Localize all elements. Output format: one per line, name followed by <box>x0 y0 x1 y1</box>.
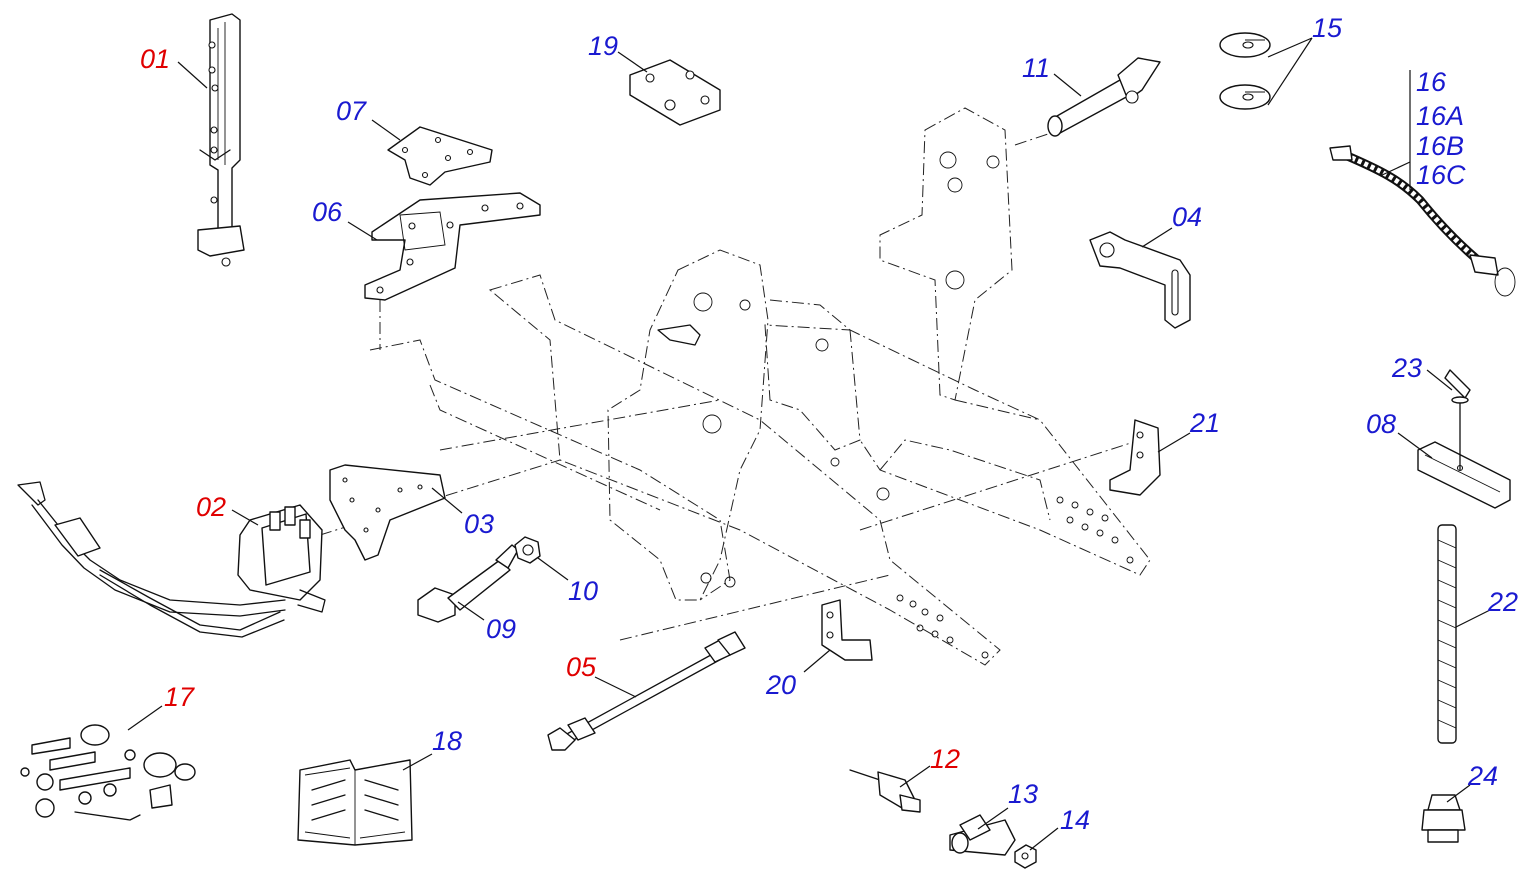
part-20-l-bracket <box>821 599 873 661</box>
callout-04: 04 <box>1172 202 1202 232</box>
part-15-slotted-washers <box>1219 32 1271 110</box>
part-12-nozzle <box>849 769 921 813</box>
main-frame <box>319 107 1151 666</box>
callout-11: 11 <box>1022 53 1050 83</box>
callout-10: 10 <box>568 576 598 606</box>
callout-16: 16 <box>1416 67 1447 97</box>
callout-03: 03 <box>464 509 494 539</box>
leader-lines <box>127 37 1491 851</box>
frame-hole-pattern-right <box>1056 496 1134 564</box>
callout-12: 12 <box>930 744 960 774</box>
part-01-parking-stand <box>197 13 245 267</box>
part-07-cover-plate <box>387 126 493 186</box>
callout-09: 09 <box>486 614 516 644</box>
part-05-hydraulic-hose <box>547 631 746 751</box>
part-19-square-plate <box>629 59 721 126</box>
callout-17: 17 <box>164 682 195 712</box>
part-03-mounting-plate <box>329 464 446 561</box>
part-09-bolt <box>417 544 519 623</box>
part-14-small-nut <box>1014 844 1037 869</box>
callout-08: 08 <box>1366 409 1396 439</box>
callout-18: 18 <box>432 726 462 756</box>
part-04-angle-bracket <box>1089 231 1191 329</box>
part-10-nut <box>514 536 541 564</box>
callout-23: 23 <box>1391 353 1422 383</box>
callout-16a: 16A <box>1416 101 1464 131</box>
callout-21: 21 <box>1189 408 1220 438</box>
part-02-hydraulic-valve <box>17 481 326 638</box>
part-13-tee-fitting <box>949 814 1016 856</box>
callout-19: 19 <box>588 31 618 61</box>
callout-01: 01 <box>140 44 170 74</box>
part-21-l-bracket <box>1109 419 1161 496</box>
callout-20: 20 <box>765 670 796 700</box>
part-23-pin <box>1444 369 1471 471</box>
part-18-manual-book <box>297 759 413 846</box>
callout-16b: 16B <box>1416 131 1464 161</box>
callout-24: 24 <box>1467 761 1498 791</box>
callout-labels: 01 02 03 04 05 06 07 08 09 10 11 12 13 1… <box>140 13 1518 835</box>
callout-15: 15 <box>1312 13 1343 43</box>
callout-14: 14 <box>1060 805 1090 835</box>
part-22-threaded-rod <box>1437 524 1457 744</box>
callout-16c: 16C <box>1416 160 1466 190</box>
part-06-slotted-plate <box>364 192 541 301</box>
part-17-hardware-kit <box>20 724 196 821</box>
part-24-adapter-fitting <box>1421 794 1466 843</box>
callout-22: 22 <box>1487 587 1518 617</box>
callout-02: 02 <box>196 492 226 522</box>
callout-13: 13 <box>1008 779 1038 809</box>
part-11-lock-pin <box>1047 57 1161 137</box>
callout-05: 05 <box>566 652 597 682</box>
part-16-flexible-hose <box>1329 145 1516 297</box>
callout-06: 06 <box>312 197 343 227</box>
frame-hole-pattern-front <box>896 594 989 659</box>
part-08-u-bracket <box>1417 441 1511 509</box>
callout-07: 07 <box>336 96 367 126</box>
